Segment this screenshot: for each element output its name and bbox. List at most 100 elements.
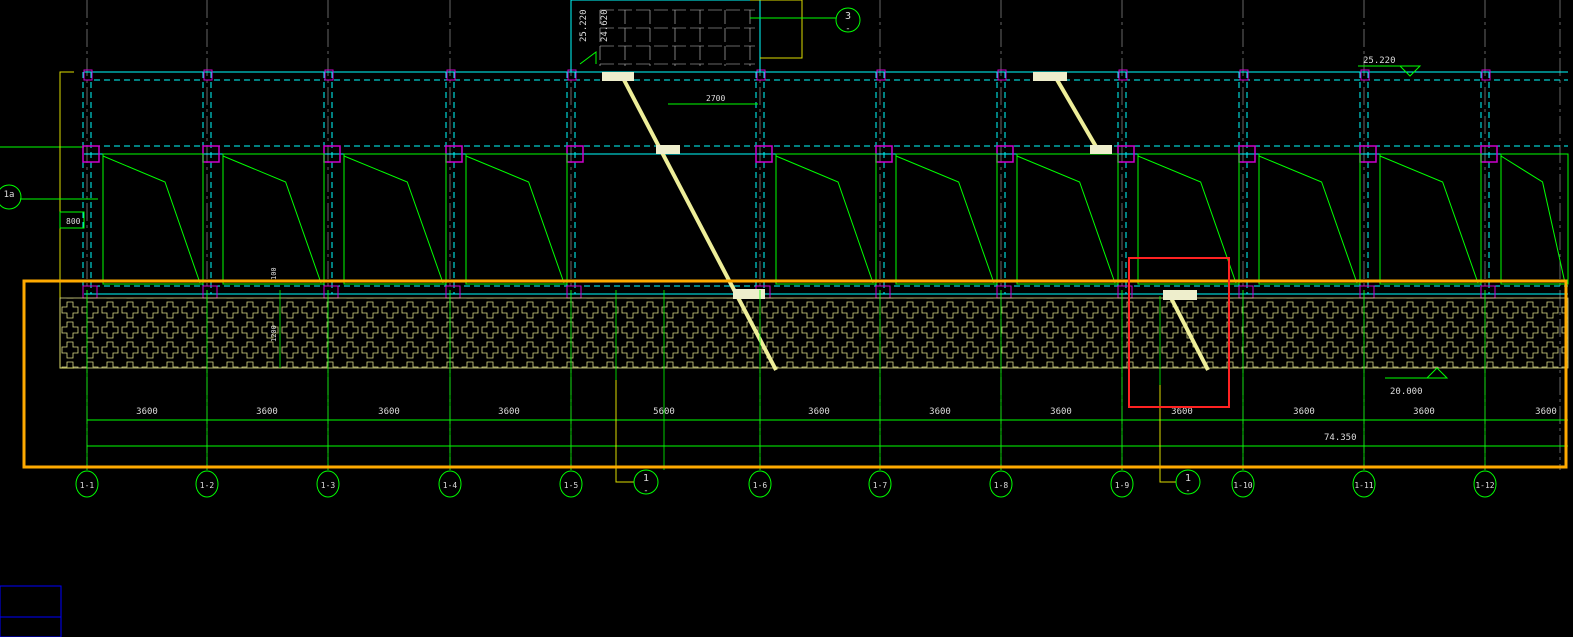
slab-block xyxy=(656,145,680,154)
bay-dimension-label: 3600 xyxy=(136,407,158,417)
column-base xyxy=(875,285,891,299)
axis-bubble-label: 1-4 xyxy=(443,481,458,490)
dim-800-box xyxy=(59,211,85,229)
column-base xyxy=(1238,285,1254,299)
dim-1200-label: 1200 xyxy=(270,325,278,342)
left-axis-bubble[interactable] xyxy=(0,184,22,210)
axis-bubble-label: 1-1 xyxy=(80,481,95,490)
column-top xyxy=(997,69,1007,81)
column-top xyxy=(1239,69,1249,81)
slope-line xyxy=(102,155,201,284)
section-bottom-a-label: 1 xyxy=(643,473,649,484)
axis-bubble-label: 1-7 xyxy=(873,481,888,490)
slope-line xyxy=(465,155,565,284)
slope-line xyxy=(343,155,444,284)
bay-dimension-label: 3600 xyxy=(1171,407,1193,417)
axis-bubble-label: 1-3 xyxy=(321,481,336,490)
section-bottom-b-label: 1 xyxy=(1185,473,1191,484)
slope-line xyxy=(1379,155,1479,284)
column-top xyxy=(324,69,334,81)
dim-800-label: 800 xyxy=(66,217,81,226)
column xyxy=(82,145,100,163)
axis-bubble-label: 1-10 xyxy=(1233,481,1252,490)
bay-dimension-label: 3600 xyxy=(498,407,520,417)
left-axis-bubble-label: 1a xyxy=(4,190,15,200)
column-top xyxy=(756,69,766,81)
bay-dimension-label: 3600 xyxy=(929,407,951,417)
slope-line xyxy=(222,155,322,284)
axis-bubble xyxy=(868,470,892,498)
axis-bubble xyxy=(989,470,1013,498)
viewport-box xyxy=(0,585,62,637)
axis-bubble xyxy=(748,470,772,498)
axis-bubble xyxy=(316,470,340,498)
slab-block xyxy=(1033,72,1067,81)
slab-block xyxy=(1090,145,1112,154)
section-bottom-a-mark: - xyxy=(643,486,648,496)
bay-dimension-label: 3600 xyxy=(808,407,830,417)
bay-outline xyxy=(102,153,204,285)
column-top xyxy=(203,69,213,81)
bay-dimension-label: 3600 xyxy=(378,407,400,417)
bay-dimension-label: 3600 xyxy=(1413,407,1435,417)
slope-line xyxy=(1500,155,1566,284)
elevation-bottom-label: 20.000 xyxy=(1390,387,1423,397)
bay-dimension-label: 3600 xyxy=(1293,407,1315,417)
section-callout-line xyxy=(750,0,803,59)
axis-bubble-label: 1-2 xyxy=(200,481,215,490)
slab-strip xyxy=(621,77,778,371)
column-top xyxy=(876,69,886,81)
slab-block xyxy=(602,72,634,81)
axis-bubble xyxy=(1473,470,1497,498)
bay-dimension-label: 3600 xyxy=(1535,407,1557,417)
bay-outline xyxy=(1137,153,1240,285)
axis-bubble xyxy=(1231,470,1255,498)
column-base xyxy=(1480,285,1496,299)
axis-bubble-label: 1-11 xyxy=(1354,481,1373,490)
axis-bubble-label: 1-12 xyxy=(1475,481,1494,490)
selection-box xyxy=(22,279,1568,469)
elevation-right-label: 25.220 xyxy=(1363,56,1396,66)
column xyxy=(755,145,773,163)
column-top xyxy=(1360,69,1370,81)
slab-strip xyxy=(1168,295,1210,371)
section-bottom-b-bubble[interactable] xyxy=(1175,469,1201,495)
highlight-box xyxy=(1128,257,1230,408)
axis-bubble xyxy=(438,470,462,498)
elevation-top-a-label: 25.220 xyxy=(579,9,589,42)
axis-grid-lines xyxy=(86,0,1561,470)
hatched-slab-zone xyxy=(59,297,1569,369)
slope-line xyxy=(775,155,874,284)
column-top xyxy=(83,69,93,81)
column-top xyxy=(446,69,456,81)
elevation-marker xyxy=(1385,367,1449,379)
section-bottom-a-bubble[interactable] xyxy=(633,469,659,495)
column-top xyxy=(1118,69,1128,81)
section-top-bubble[interactable] xyxy=(835,7,861,33)
column-base xyxy=(445,285,461,299)
slab-strips xyxy=(602,72,1210,371)
bay-outline xyxy=(343,153,447,285)
bay-outline xyxy=(1258,153,1361,285)
axis-bubble xyxy=(559,470,583,498)
total-dimension-label: 74.350 xyxy=(1324,433,1357,443)
bay-outline xyxy=(895,153,998,285)
column-base xyxy=(996,285,1012,299)
column-base xyxy=(1359,285,1375,299)
axis-bubble-label: 1-8 xyxy=(994,481,1009,490)
slab-strip xyxy=(1054,76,1100,152)
column-base xyxy=(323,285,339,299)
section-callouts: 1a 3 - 1 - 1 - xyxy=(0,7,1201,496)
slope-line xyxy=(1258,155,1358,284)
axis-bubble xyxy=(195,470,219,498)
elevation-marker xyxy=(1358,65,1422,77)
stair-opening xyxy=(570,0,761,73)
axis-bubble-label: 1-5 xyxy=(564,481,579,490)
section-top-label: 3 xyxy=(845,11,851,22)
axis-bubble xyxy=(1352,470,1376,498)
elevation-top-b-label: 24.620 xyxy=(600,9,610,42)
hatched-slab xyxy=(59,297,1569,369)
section-leader xyxy=(615,380,634,483)
